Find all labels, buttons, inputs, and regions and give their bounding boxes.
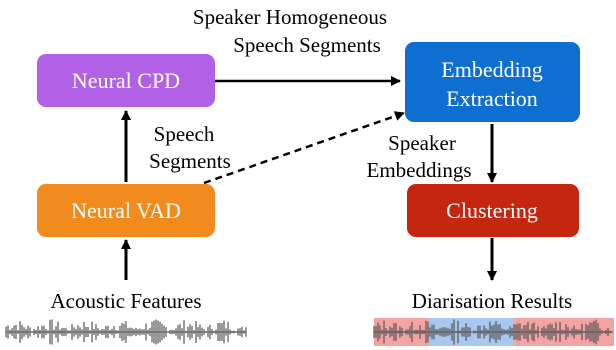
acoustic-waveform-icon — [5, 319, 247, 345]
embedding-extraction-label-line1: Embedding — [441, 57, 542, 82]
neural-cpd-box: Neural CPD — [37, 54, 215, 107]
diarisation-results-label: Diarisation Results — [412, 289, 572, 313]
neural-cpd-label: Neural CPD — [72, 68, 180, 93]
neural-vad-box: Neural VAD — [37, 184, 215, 237]
neural-vad-label: Neural VAD — [71, 198, 181, 223]
embedding-extraction-label-line2: Extraction — [446, 86, 538, 111]
acoustic-features-label: Acoustic Features — [50, 289, 201, 313]
speech-segments-label-line1: Speech — [154, 122, 215, 146]
speaker-homogeneous-label-line1: Speaker Homogeneous — [193, 5, 387, 29]
clustering-label: Clustering — [446, 198, 538, 223]
diarisation-waveform-icon — [373, 319, 613, 345]
speaker-embeddings-label-line2: Embeddings — [367, 158, 472, 182]
clustering-box: Clustering — [407, 184, 579, 237]
embedding-extraction-box: Embedding Extraction — [405, 42, 580, 122]
speech-segments-label-line2: Segments — [149, 149, 231, 173]
speaker-homogeneous-label-line2: Speech Segments — [233, 33, 381, 57]
speaker-embeddings-label-line1: Speaker — [388, 131, 456, 155]
